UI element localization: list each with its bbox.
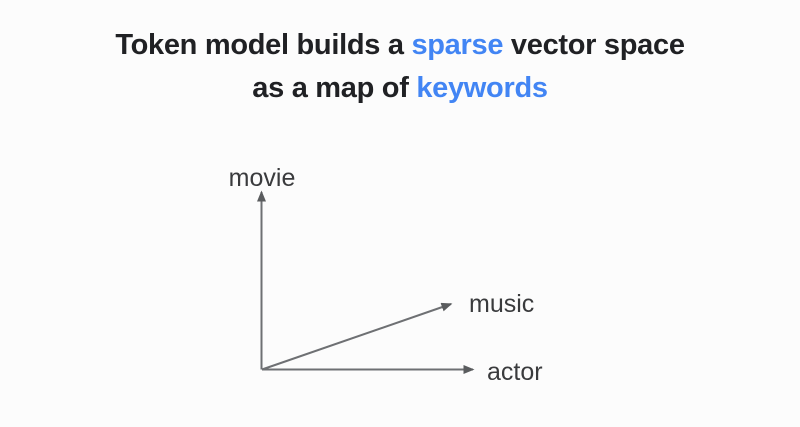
title-line-1: Token model builds a sparse vector space — [0, 24, 800, 67]
title-text-segment: as a map of — [252, 72, 417, 104]
title-line-2: as a map of keywords — [0, 67, 800, 110]
movie-axis-label: movie — [229, 164, 296, 192]
title-accent-sparse: sparse — [411, 29, 504, 61]
title-text-segment: Token model builds a — [115, 29, 412, 61]
music-vector-label: music — [469, 290, 534, 318]
title-text-segment: vector space — [503, 29, 685, 61]
page-title: Token model builds a sparse vector space… — [0, 24, 800, 110]
actor-axis-label: actor — [487, 358, 543, 386]
title-accent-keywords: keywords — [416, 72, 548, 104]
music-vector-arrow — [261, 302, 453, 371]
